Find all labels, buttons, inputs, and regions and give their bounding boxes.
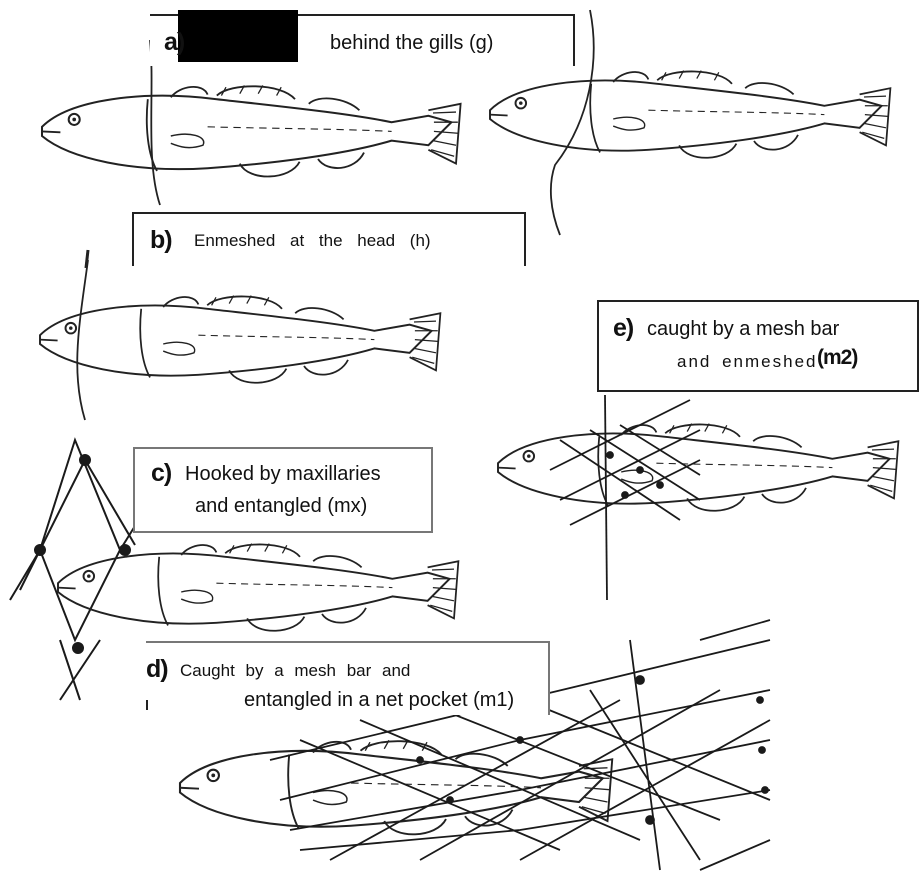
- caption-b: b) Enmeshed at the head (h): [132, 212, 526, 266]
- caption-b-text: Enmeshed at the head (h): [194, 231, 431, 251]
- caption-d-line2: entangled in a net pocket (m1): [244, 689, 514, 712]
- caption-e-line1: caught by a mesh bar: [647, 318, 839, 341]
- caption-a-tag: a): [164, 28, 184, 57]
- caption-c: c) Hooked by maxillaries and entangled (…: [133, 447, 433, 533]
- net-e: [550, 395, 700, 600]
- caption-e-tag: e): [613, 314, 633, 343]
- caption-d-bracket: [146, 700, 148, 710]
- fish-drawing-b: [40, 296, 440, 383]
- caption-b-tag: b): [150, 226, 172, 255]
- caption-e: e) caught by a mesh bar and enmeshed (m2…: [597, 300, 919, 392]
- fish-drawing-e: [498, 424, 898, 511]
- fish-drawing-c: [58, 544, 458, 631]
- caption-a-text: behind the gills (g): [330, 32, 493, 55]
- caption-a: a) behind the gills (g): [150, 14, 575, 66]
- fish-drawing-a: [42, 85, 461, 176]
- caption-d: d) Caught by a mesh bar and entangled in…: [146, 641, 550, 715]
- redaction-block: [178, 10, 298, 62]
- head-line-b: [77, 260, 88, 420]
- caption-e-line2: and enmeshed: [677, 352, 817, 372]
- caption-c-line1: Hooked by maxillaries: [185, 463, 381, 486]
- caption-d-tag: d): [146, 655, 168, 684]
- caption-d-line1: Caught by a mesh bar and: [180, 661, 410, 681]
- caption-c-tag: c): [151, 459, 171, 488]
- caption-c-line2: and entangled (mx): [195, 495, 367, 518]
- caption-e-code: (m2): [817, 346, 857, 370]
- fish-drawing-a2: [490, 71, 890, 158]
